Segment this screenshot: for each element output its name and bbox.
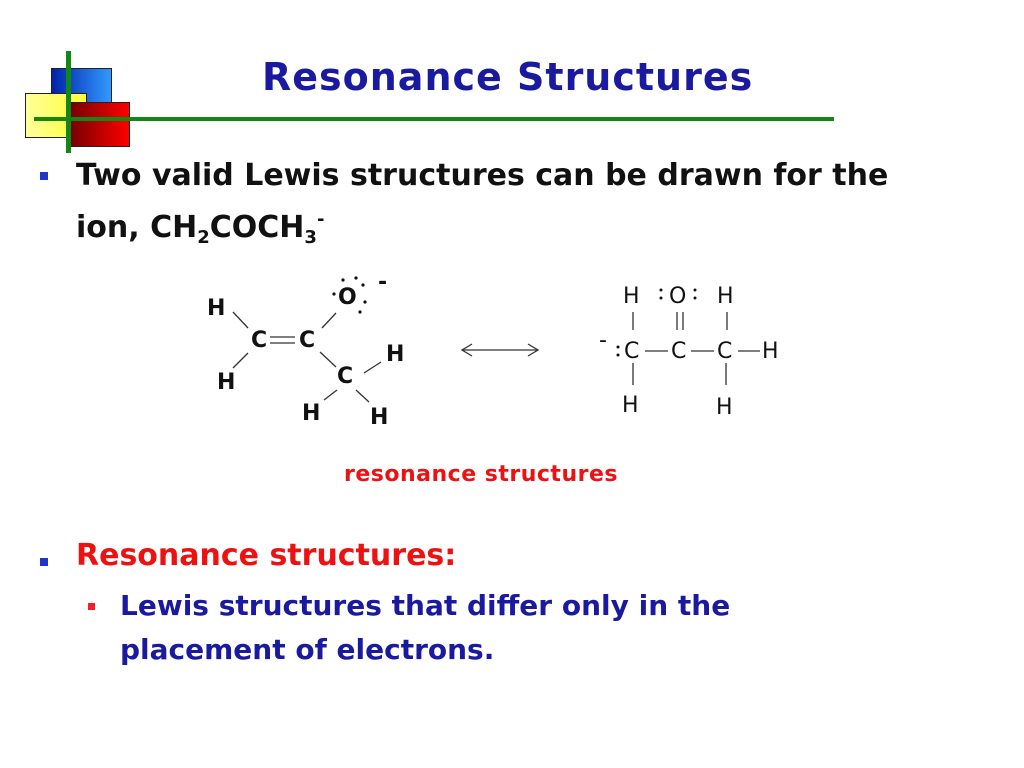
bullet-text-1: Two valid Lewis structures can be drawn …	[76, 154, 896, 260]
formula-subscript: 2	[197, 227, 210, 248]
resonance-heading: Resonance structures:	[76, 538, 457, 573]
formula-part: COCH	[209, 210, 305, 245]
formula-subscript: 3	[304, 227, 317, 248]
atom-h: H	[717, 284, 734, 309]
formula-charge: -	[316, 209, 325, 230]
atom-c: C	[299, 328, 316, 353]
sub-bullet-marker	[88, 603, 95, 610]
resonance-definition: Lewis structures that differ only in the…	[120, 589, 731, 666]
atom-c: C	[337, 364, 354, 389]
bullet-marker	[40, 172, 48, 180]
charge-minus: -	[599, 328, 607, 353]
formula-part: CH	[150, 210, 198, 245]
atom-h: H	[302, 401, 321, 426]
atom-c: C	[624, 339, 640, 364]
formula: CH2COCH3-	[150, 209, 325, 248]
atom-h: H	[370, 405, 389, 430]
bullet-text-prefix: Two valid Lewis structures can be drawn …	[76, 158, 889, 245]
logo-vertical-line	[66, 51, 71, 153]
title-underline	[34, 117, 834, 121]
atom-c: C	[717, 339, 733, 364]
atom-o: O	[338, 285, 357, 310]
atom-h: H	[207, 296, 226, 321]
slide-title: Resonance Structures	[262, 55, 754, 99]
diagram-caption: resonance structures	[344, 462, 618, 487]
atom-h: H	[622, 393, 639, 418]
bullet-marker	[40, 558, 48, 566]
atom-h: H	[762, 339, 779, 364]
atom-h: H	[386, 342, 405, 367]
atom-h: H	[716, 395, 733, 420]
atom-h: H	[217, 370, 236, 395]
atom-c: C	[251, 328, 268, 353]
atom-c: C	[671, 339, 687, 364]
charge-minus: -	[378, 270, 388, 295]
atom-o: O	[669, 284, 687, 309]
atom-h: H	[623, 284, 640, 309]
